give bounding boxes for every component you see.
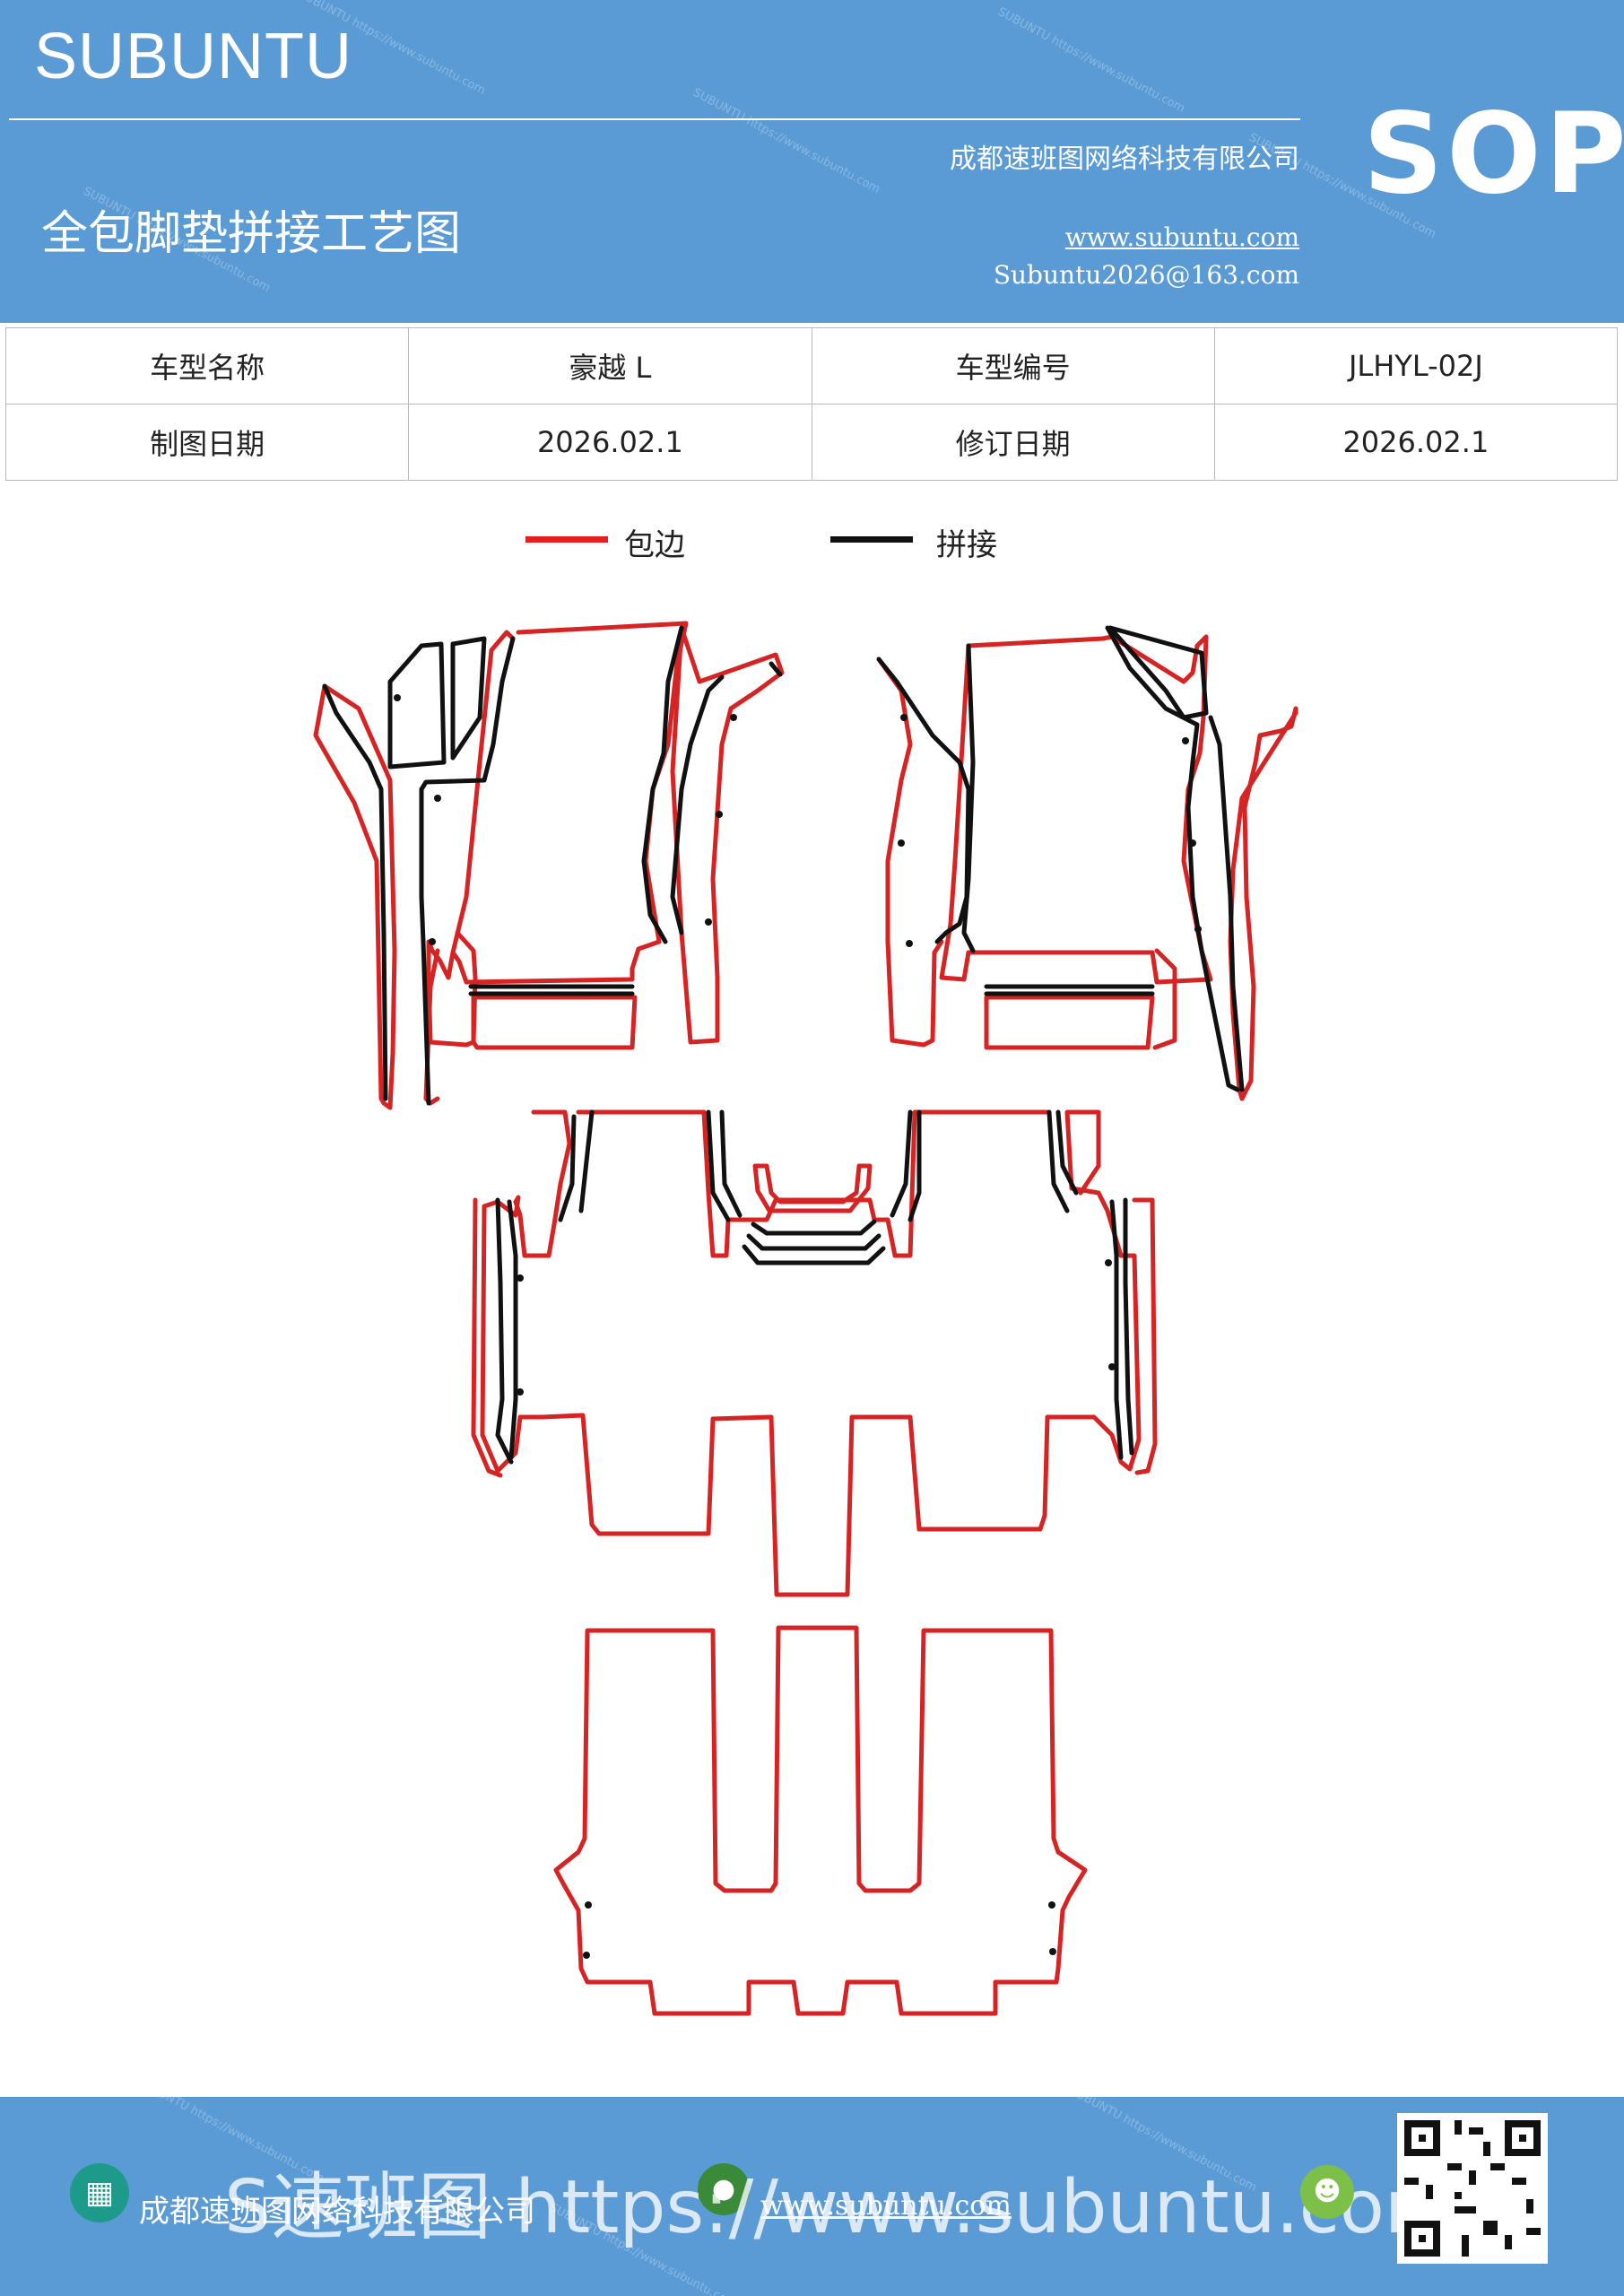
third-row-clip xyxy=(1048,1901,1055,1909)
company-name: 成都速班图网络科技有限公司 xyxy=(950,144,1299,175)
second-row-right-edge xyxy=(1132,1197,1158,1475)
front-left-splice xyxy=(419,636,516,1106)
front-right-side-edge xyxy=(1152,948,1177,1050)
second-row-center-bump xyxy=(752,1163,873,1213)
model-code-label: 车型编号 xyxy=(811,327,1215,404)
legend: 包边 拼接 xyxy=(0,520,1624,574)
front-right-clip xyxy=(898,839,905,847)
footer-banner: SUBUNTU https://www.subuntu.com SUBUNTU … xyxy=(0,2097,1624,2296)
front-right-clip xyxy=(900,714,908,721)
second-row-splice xyxy=(495,1197,514,1465)
second-row-splice xyxy=(742,1219,886,1265)
front-right-clip xyxy=(1194,926,1202,933)
third-row-outer-edge xyxy=(553,1625,1088,2016)
wechat-icon[interactable]: ☻ xyxy=(1300,2165,1354,2219)
front-left-splice xyxy=(322,683,388,1101)
front-left-outer-edge xyxy=(313,683,397,1110)
front-right-splice xyxy=(1105,625,1240,1092)
second-row-splice xyxy=(1123,1197,1134,1456)
second-row-splice xyxy=(1046,1109,1079,1213)
sop-badge: SOP xyxy=(1363,90,1624,219)
front-left-mat xyxy=(313,621,785,1110)
edging-legend-label: 包边 xyxy=(624,527,685,563)
front-right-clip xyxy=(1189,839,1196,847)
third-row-mat xyxy=(553,1625,1088,2016)
vehicle-info-table: 车型名称 豪越 L 车型编号 JLHYL-02J 制图日期 2026.02.1 … xyxy=(4,327,1619,481)
front-right-clip xyxy=(906,940,913,947)
second-row-outer-edge xyxy=(480,1109,1142,1597)
front-left-clip xyxy=(716,811,723,818)
second-row-splice xyxy=(558,1109,595,1222)
second-row-left-edge xyxy=(471,1197,503,1478)
front-right-splice xyxy=(876,657,971,944)
front-left-splice xyxy=(450,636,487,761)
table-row: 车型名称 豪越 L 车型编号 JLHYL-02J xyxy=(4,327,1619,404)
email-address[interactable]: Subuntu2026@163.com xyxy=(993,260,1299,290)
draw-date-value: 2026.02.1 xyxy=(408,404,812,481)
third-row-clip xyxy=(1049,1948,1056,1955)
second-row-clip xyxy=(517,1388,524,1396)
footer-website-link[interactable]: www.subuntu.com xyxy=(760,2190,1012,2222)
table-row: 制图日期 2026.02.1 修订日期 2026.02.1 xyxy=(4,404,1619,481)
model-name-label: 车型名称 xyxy=(4,327,410,404)
front-left-splice xyxy=(641,625,684,944)
globe-icon: ● xyxy=(698,2163,750,2215)
brand-logo-text: SUBUNTU xyxy=(34,21,353,92)
second-row-clip xyxy=(517,1274,524,1282)
front-left-bottom-edge xyxy=(471,995,638,1050)
revise-date-label: 修订日期 xyxy=(811,404,1215,481)
front-right-outer-edge xyxy=(1228,706,1298,1101)
qr-code[interactable] xyxy=(1397,2113,1548,2264)
model-name-value: 豪越 L xyxy=(408,327,812,404)
front-left-side-edge xyxy=(423,948,440,1106)
front-left-floor-edge xyxy=(450,621,689,985)
second-row-mat xyxy=(471,1109,1158,1597)
footer-company-name: 成都速班图网络科技有限公司 xyxy=(139,2194,535,2230)
page-title: 全包脚垫拼接工艺图 xyxy=(41,207,462,261)
front-right-splice xyxy=(961,643,976,953)
edging-legend-swatch xyxy=(525,536,608,543)
front-left-splice xyxy=(468,984,635,996)
splice-legend-swatch xyxy=(830,536,913,543)
front-left-clip xyxy=(429,938,436,945)
front-left-splice xyxy=(387,641,447,770)
front-left-clip xyxy=(705,918,712,926)
header-banner: SUBUNTU https://www.subuntu.com SUBUNTU … xyxy=(0,0,1624,323)
header-divider xyxy=(9,118,1300,120)
second-row-splice xyxy=(890,1109,922,1222)
company-icon: ▦ xyxy=(70,2163,129,2222)
splice-legend-label: 拼接 xyxy=(936,527,997,563)
front-right-mat xyxy=(876,625,1298,1101)
front-right-splice xyxy=(984,984,1155,996)
front-right-splice xyxy=(1107,625,1209,720)
third-row-clip xyxy=(583,1952,590,1959)
model-code-value: JLHYL-02J xyxy=(1213,327,1619,404)
website-link[interactable]: www.subuntu.com xyxy=(1064,222,1299,252)
footer-watermark-text: S速班图 https://www.subuntu.com xyxy=(224,2165,1456,2250)
front-right-main-edge xyxy=(939,634,1213,985)
front-right-splice xyxy=(1208,715,1245,1092)
draw-date-label: 制图日期 xyxy=(4,404,410,481)
second-row-splice xyxy=(706,1109,743,1222)
front-right-bottom-edge xyxy=(984,995,1155,1050)
second-row-splice xyxy=(507,1199,518,1460)
revise-date-value: 2026.02.1 xyxy=(1213,404,1619,481)
second-row-clip xyxy=(1108,1363,1116,1370)
front-left-clip xyxy=(730,714,737,721)
front-left-splice xyxy=(670,661,783,935)
second-row-clip xyxy=(1105,1259,1112,1266)
front-right-inner-edge xyxy=(876,657,944,1048)
front-left-clip xyxy=(394,694,401,701)
front-left-clip xyxy=(434,795,441,802)
third-row-clip xyxy=(585,1901,592,1909)
front-right-clip xyxy=(1182,737,1189,744)
second-row-splice xyxy=(1109,1199,1124,1460)
